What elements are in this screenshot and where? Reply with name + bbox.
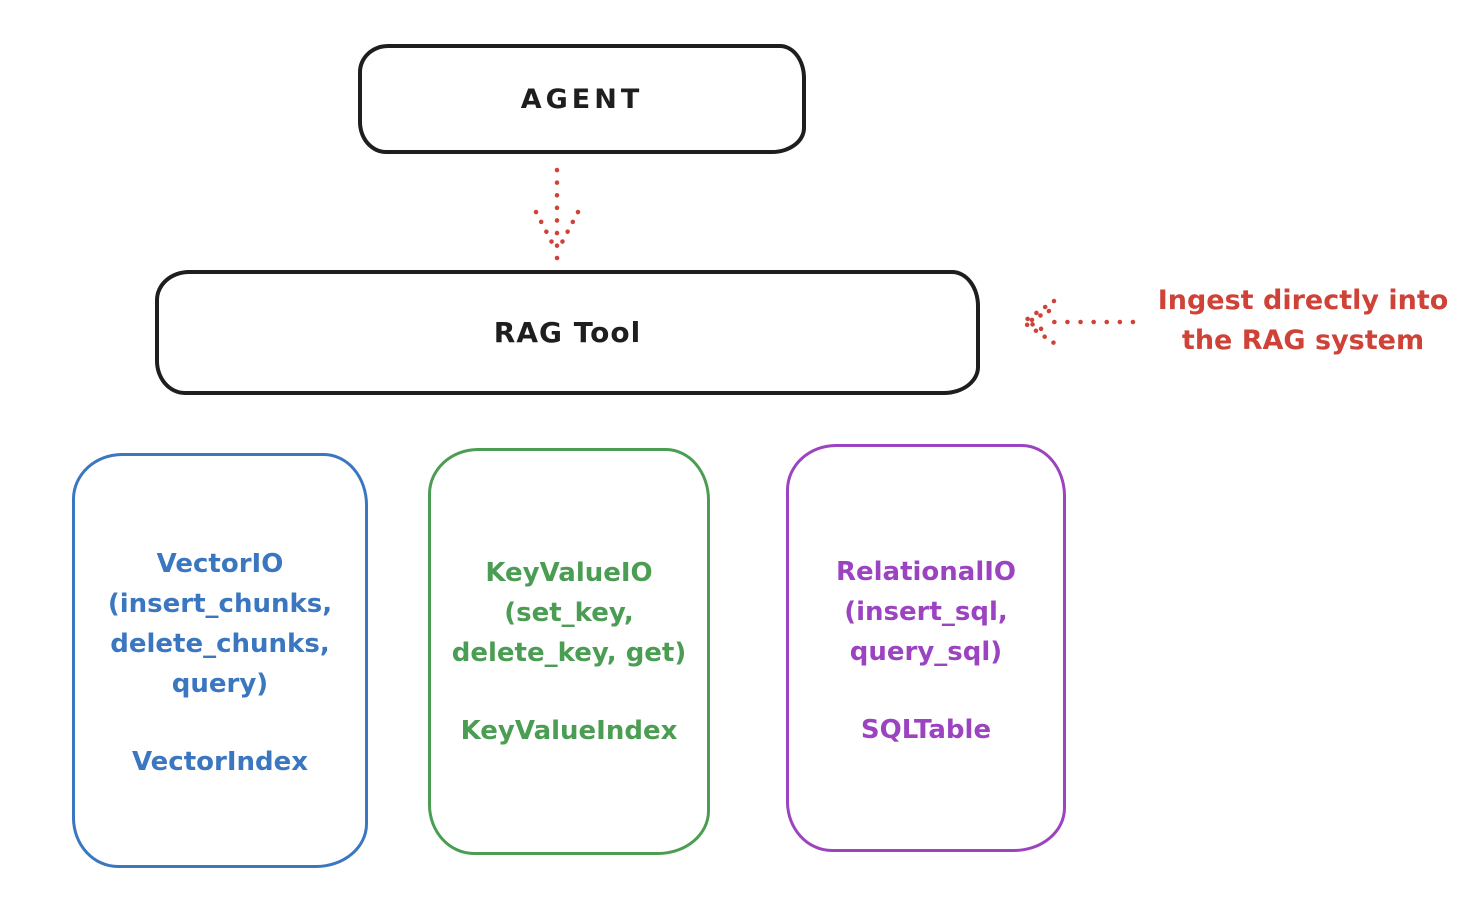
vector-io-node: VectorIO (insert_chunks, delete_chunks, …	[72, 453, 368, 868]
keyvalue-index-label: KeyValueIndex	[460, 716, 678, 746]
relational-io-node: RelationalIO (insert_sql, query_sql) SQL…	[786, 444, 1066, 852]
ingest-annotation-text: Ingest directly into the RAG system	[1157, 285, 1449, 356]
dotted-arrow-agent-to-ragtool-icon	[533, 167, 581, 261]
keyvalue-io-node: KeyValueIO (set_key, delete_key, get) Ke…	[428, 448, 710, 855]
relational-io-text: RelationalIO (insert_sql, query_sql)	[835, 557, 1017, 667]
sql-table-label: SQLTable	[860, 715, 992, 745]
keyvalue-io-text: KeyValueIO (set_key, delete_key, get)	[451, 558, 687, 668]
agent-node: AGENT	[358, 44, 806, 154]
agent-node-label: AGENT	[520, 83, 644, 115]
rag-tool-node-label: RAG Tool	[493, 316, 642, 349]
vector-io-text: VectorIO (insert_chunks, delete_chunks, …	[107, 549, 333, 699]
rag-tool-node: RAG Tool	[155, 270, 980, 395]
dotted-arrow-annotation-to-ragtool-icon	[1018, 298, 1136, 346]
vector-index-label: VectorIndex	[131, 747, 309, 777]
